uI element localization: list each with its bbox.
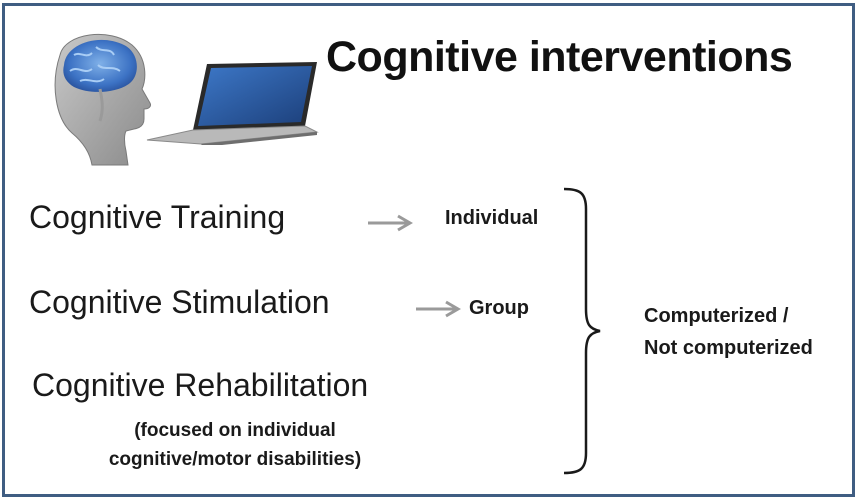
diagram-frame	[2, 3, 855, 497]
rehabilitation-note: (focused on individual cognitive/motor d…	[70, 416, 400, 474]
page-title: Cognitive interventions	[326, 33, 793, 81]
brain-head-icon	[54, 33, 151, 166]
rehabilitation-note-line-1: (focused on individual	[134, 420, 336, 441]
arrow-right-icon	[416, 300, 461, 318]
item-cognitive-training: Cognitive Training	[29, 199, 286, 235]
item-cognitive-stimulation: Cognitive Stimulation	[29, 284, 330, 320]
mode-group: Group	[469, 297, 529, 319]
laptop-icon	[146, 62, 319, 145]
mode-individual: Individual	[445, 207, 539, 229]
result-label: Computerized / Not computerized	[644, 300, 813, 364]
result-line-1: Computerized /	[644, 305, 789, 327]
arrow-right-icon	[368, 214, 413, 232]
right-curly-bracket	[563, 187, 601, 475]
rehabilitation-note-line-2: cognitive/motor disabilities)	[108, 449, 362, 470]
result-line-2: Not computerized	[644, 337, 813, 359]
item-cognitive-rehabilitation: Cognitive Rehabilitation	[32, 367, 369, 403]
